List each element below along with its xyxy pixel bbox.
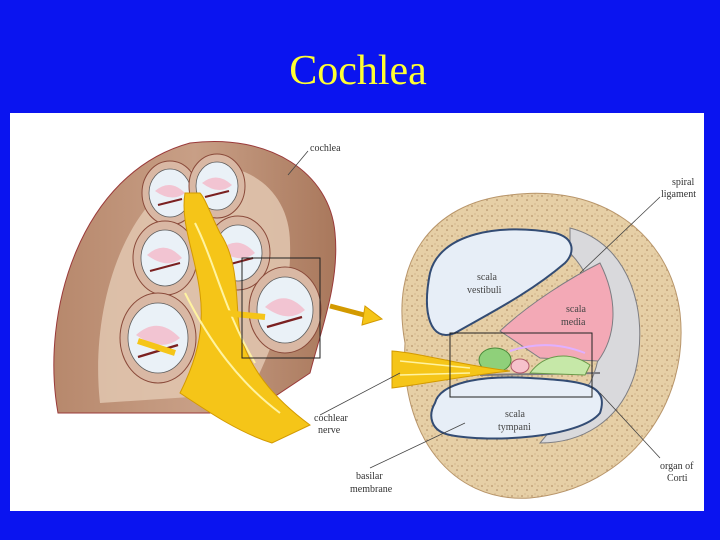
label-organ-of-corti-line1: organ of bbox=[660, 461, 694, 472]
slide-title-text: Cochlea bbox=[289, 48, 427, 94]
label-cochlear-nerve-line2: nerve bbox=[318, 425, 341, 436]
label-organ-of-corti-line2: Corti bbox=[667, 473, 688, 484]
zoom-arrow bbox=[329, 303, 384, 326]
cochlea-section bbox=[53, 141, 337, 444]
label-cochlear-nerve-line1: cochlear bbox=[314, 413, 349, 424]
label-cochlea: cochlea bbox=[310, 143, 341, 154]
cochlear-nerve-left bbox=[179, 192, 311, 444]
label-scala-vestibuli-line2: vestibuli bbox=[467, 285, 502, 296]
label-scala-media-line1: scala bbox=[566, 304, 587, 315]
label-scala-vestibuli-line1: scala bbox=[477, 272, 498, 283]
label-scala-tympani-line1: scala bbox=[505, 409, 526, 420]
scala-vestibuli-chamber bbox=[426, 228, 573, 336]
duct-section bbox=[391, 192, 682, 499]
organ-of-corti bbox=[478, 344, 591, 376]
label-spiral-ligament-line2: ligament bbox=[661, 189, 696, 200]
zoom-box bbox=[241, 257, 321, 359]
slide-title: Cochlea bbox=[0, 44, 720, 98]
scala-media-chamber bbox=[499, 262, 614, 362]
cochlea-diagram: cochlea spiral ligament scala vestibuli … bbox=[53, 141, 696, 499]
label-scala-media-line2: media bbox=[561, 317, 586, 328]
label-basilar-membrane-line1: basilar bbox=[356, 471, 383, 482]
pointer-lines bbox=[287, 150, 661, 469]
cochlea-figure: cochlea spiral ligament scala vestibuli … bbox=[10, 113, 704, 511]
corti-box bbox=[449, 332, 593, 398]
cochlear-nerve-right bbox=[391, 350, 511, 389]
label-scala-tympani-line2: tympani bbox=[498, 422, 531, 433]
scala-tympani-chamber bbox=[430, 376, 603, 440]
cochlear-turn-basal-right bbox=[248, 266, 322, 354]
cochlear-turn-basal-left bbox=[119, 292, 197, 384]
label-basilar-membrane-line2: membrane bbox=[350, 484, 393, 495]
label-spiral-ligament-line1: spiral bbox=[672, 177, 694, 188]
